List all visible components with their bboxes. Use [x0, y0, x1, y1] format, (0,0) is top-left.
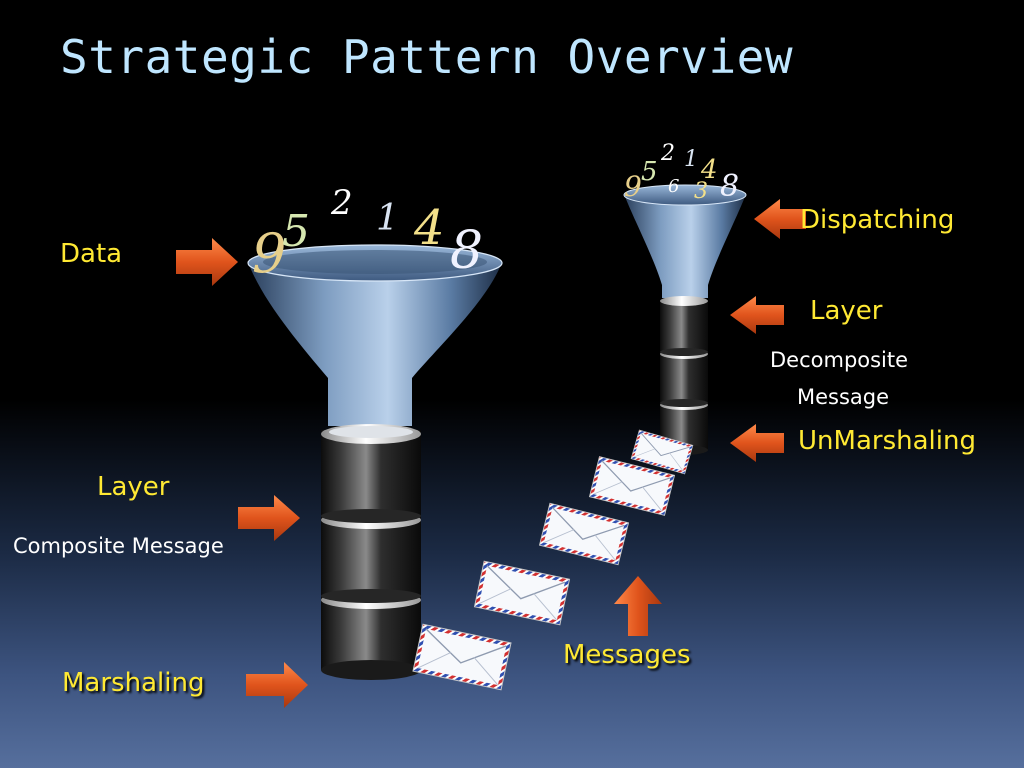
right-funnel-digits: 9 5 6 2 1 3 4 8	[624, 141, 739, 204]
slide-title: Strategic Pattern Overview	[60, 30, 794, 84]
right-funnel	[623, 184, 747, 298]
label-layer-right: Layer	[810, 296, 883, 326]
digit: 9	[624, 170, 642, 203]
digit: 8	[720, 169, 739, 204]
arrow-data	[176, 238, 238, 286]
label-messages: Messages	[563, 640, 691, 670]
label-decomposite: Decomposite	[770, 348, 909, 372]
digit: 3	[694, 179, 708, 204]
digit: 6	[668, 176, 679, 197]
envelope	[412, 623, 512, 691]
arrow-marshaling	[246, 662, 308, 708]
label-composite-message: Composite Message	[13, 534, 224, 558]
left-funnel-digits: 9 5 2 1 4 8	[252, 183, 483, 285]
arrow-dispatching	[754, 199, 806, 239]
envelope	[538, 502, 630, 566]
left-funnel	[247, 244, 503, 426]
digit: 2	[330, 183, 353, 223]
digit: 4	[700, 155, 718, 185]
label-data: Data	[60, 239, 123, 269]
arrow-layer-left	[238, 495, 300, 541]
digit: 9	[252, 222, 286, 285]
arrow-messages	[614, 576, 662, 636]
digit: 4	[413, 200, 445, 256]
label-dispatching: Dispatching	[800, 205, 955, 235]
digit: 5	[282, 206, 310, 257]
label-marshaling: Marshaling	[62, 668, 205, 698]
digit: 1	[376, 198, 399, 239]
envelope	[473, 560, 571, 626]
arrow-layer-right	[730, 296, 784, 334]
right-layer-stack	[660, 296, 708, 455]
digit: 8	[450, 221, 483, 281]
left-layer-stack	[321, 424, 421, 680]
label-decomposite-message: Message	[797, 385, 890, 409]
label-unmarshaling: UnMarshaling	[798, 426, 976, 456]
arrow-unmarshaling	[730, 424, 784, 462]
digit: 2	[660, 141, 675, 166]
digit: 5	[641, 157, 658, 187]
digit: 1	[684, 147, 698, 172]
label-layer-left: Layer	[97, 472, 170, 502]
